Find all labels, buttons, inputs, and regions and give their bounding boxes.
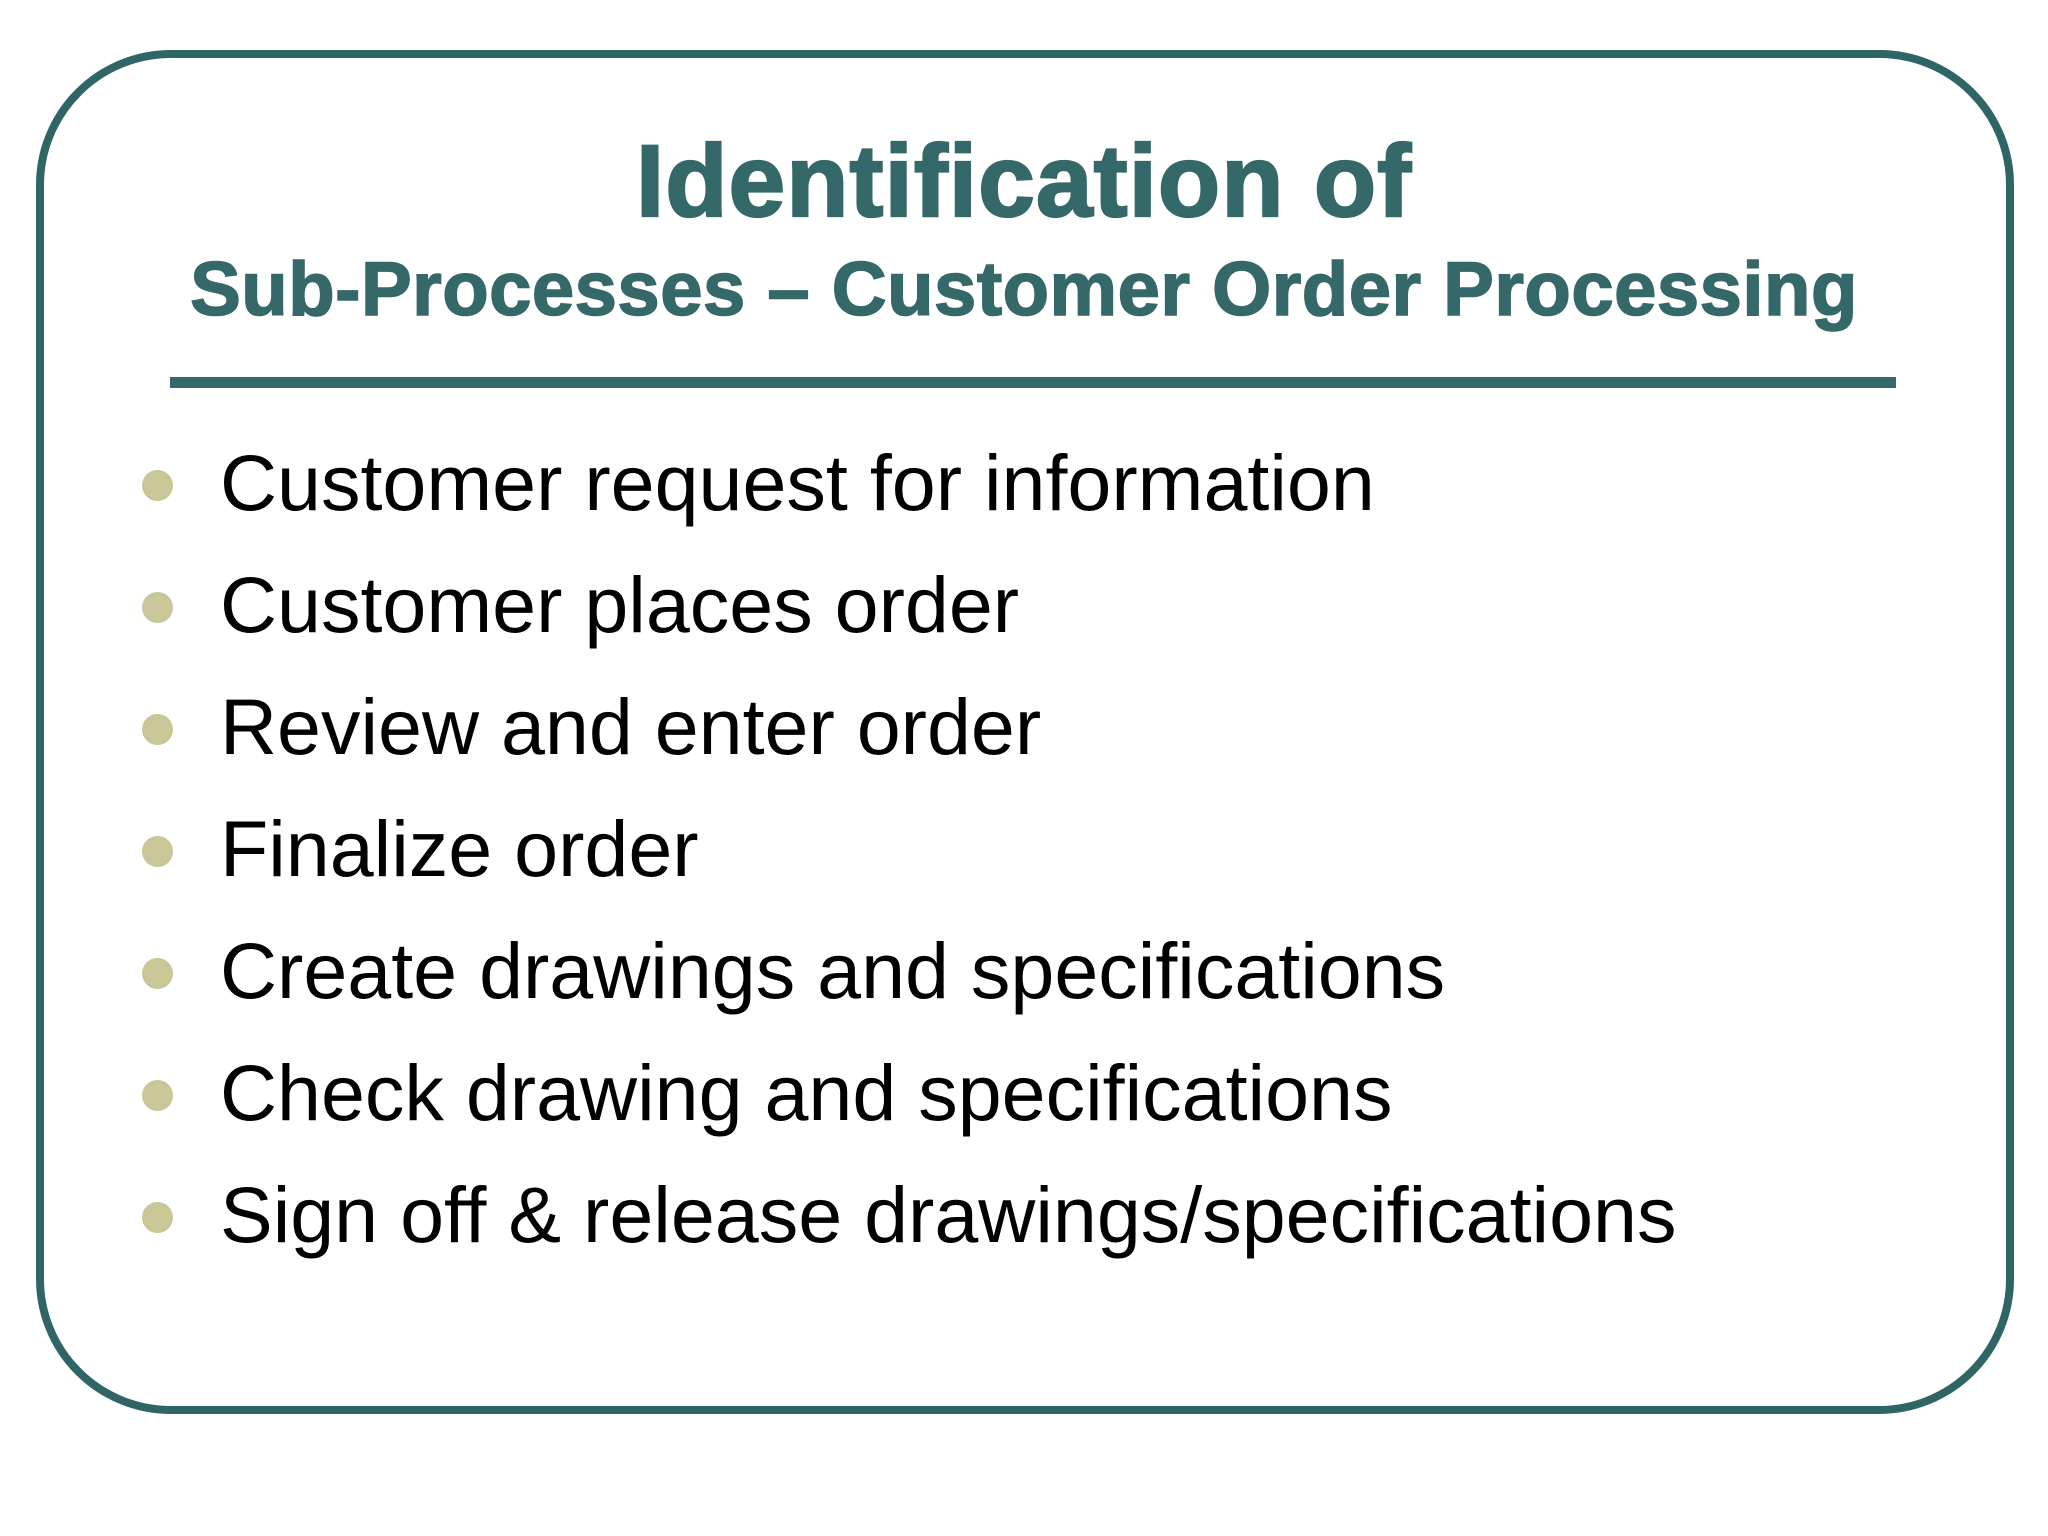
slide-title: Identification of Sub-Processes – Custom… <box>0 122 2048 340</box>
list-item: Sign off & release drawings/specificatio… <box>142 1154 1676 1276</box>
bullet-icon <box>142 1201 173 1233</box>
list-item: Review and enter order <box>142 666 1676 788</box>
slide-border <box>36 50 2014 1414</box>
title-line-1: Identification of <box>635 123 1413 239</box>
bullet-icon <box>142 591 173 623</box>
title-line-2: Sub-Processes – Customer Order Processin… <box>189 246 1858 333</box>
list-item: Customer request for information <box>142 422 1676 544</box>
bullet-text: Sign off & release drawings/specificatio… <box>220 1170 1677 1259</box>
bullet-text: Finalize order <box>220 804 699 893</box>
list-item: Finalize order <box>142 788 1676 910</box>
bullet-text: Review and enter order <box>220 682 1042 771</box>
bullet-text: Create drawings and specifications <box>220 926 1446 1015</box>
bullet-icon <box>142 1079 173 1111</box>
bullet-icon <box>142 713 173 745</box>
bullet-text: Check drawing and specifications <box>220 1048 1393 1137</box>
title-divider-rule <box>170 377 1896 388</box>
bullet-list: Customer request for information Custome… <box>142 422 1676 1276</box>
bullet-icon <box>142 835 173 867</box>
bullet-text: Customer places order <box>220 560 1020 649</box>
bullet-text: Customer request for information <box>220 438 1375 527</box>
list-item: Check drawing and specifications <box>142 1032 1676 1154</box>
list-item: Create drawings and specifications <box>142 910 1676 1032</box>
bullet-icon <box>142 957 173 989</box>
bullet-icon <box>142 469 173 501</box>
list-item: Customer places order <box>142 544 1676 666</box>
